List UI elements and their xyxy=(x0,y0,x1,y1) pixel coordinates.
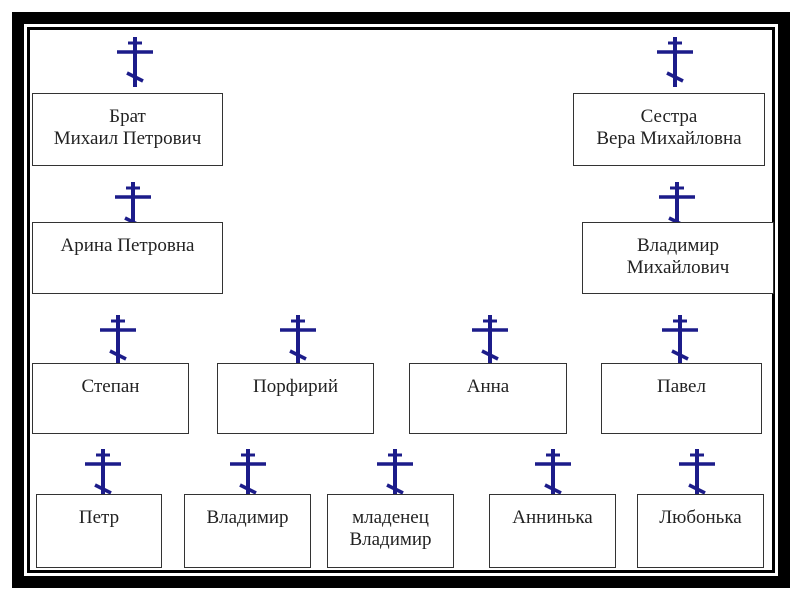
person-anninka: Аннинька xyxy=(489,494,616,568)
person-infant-vladimir: младенец Владимир xyxy=(327,494,454,568)
person-petr: Петр xyxy=(36,494,162,568)
person-label: Михаил Петрович xyxy=(53,128,202,149)
person-label: Владимир xyxy=(636,235,720,256)
orthodox-cross-icon xyxy=(83,447,123,501)
orthodox-cross-icon xyxy=(278,313,318,367)
person-label: Петр xyxy=(78,507,120,528)
person-label: Аннинька xyxy=(512,507,593,528)
person-label: Вера Михайловна xyxy=(596,128,742,149)
person-vladimir: Владимир xyxy=(184,494,311,568)
orthodox-cross-icon xyxy=(533,447,573,501)
person-label: Анна xyxy=(466,376,510,397)
person-label: Арина Петровна xyxy=(60,235,195,256)
orthodox-cross-icon xyxy=(677,447,717,501)
person-label: Степан xyxy=(81,376,140,397)
person-label: Владимир xyxy=(206,507,289,528)
orthodox-cross-icon xyxy=(655,35,695,89)
person-label: младенец xyxy=(352,507,429,528)
person-brother-mikhail: Брат Михаил Петрович xyxy=(32,93,223,166)
orthodox-cross-icon xyxy=(660,313,700,367)
person-anna: Анна xyxy=(409,363,567,434)
person-label: Любонька xyxy=(659,507,742,528)
orthodox-cross-icon xyxy=(470,313,510,367)
person-label: Порфирий xyxy=(252,376,339,397)
person-label: Павел xyxy=(657,376,706,397)
orthodox-cross-icon xyxy=(115,35,155,89)
person-porfiry: Порфирий xyxy=(217,363,374,434)
orthodox-cross-icon xyxy=(98,313,138,367)
person-label: Владимир xyxy=(349,529,432,550)
person-label: Брат xyxy=(109,106,146,127)
person-arina: Арина Петровна xyxy=(32,222,223,294)
orthodox-cross-icon xyxy=(228,447,268,501)
person-stepan: Степан xyxy=(32,363,189,434)
orthodox-cross-icon xyxy=(375,447,415,501)
person-sister-vera: Сестра Вера Михайловна xyxy=(573,93,765,166)
person-pavel: Павел xyxy=(601,363,762,434)
person-lyubonka: Любонька xyxy=(637,494,764,568)
person-label: Михайлович xyxy=(626,257,730,278)
person-label: Сестра xyxy=(640,106,698,127)
person-vladimir-mikhailovich: Владимир Михайлович xyxy=(582,222,774,294)
